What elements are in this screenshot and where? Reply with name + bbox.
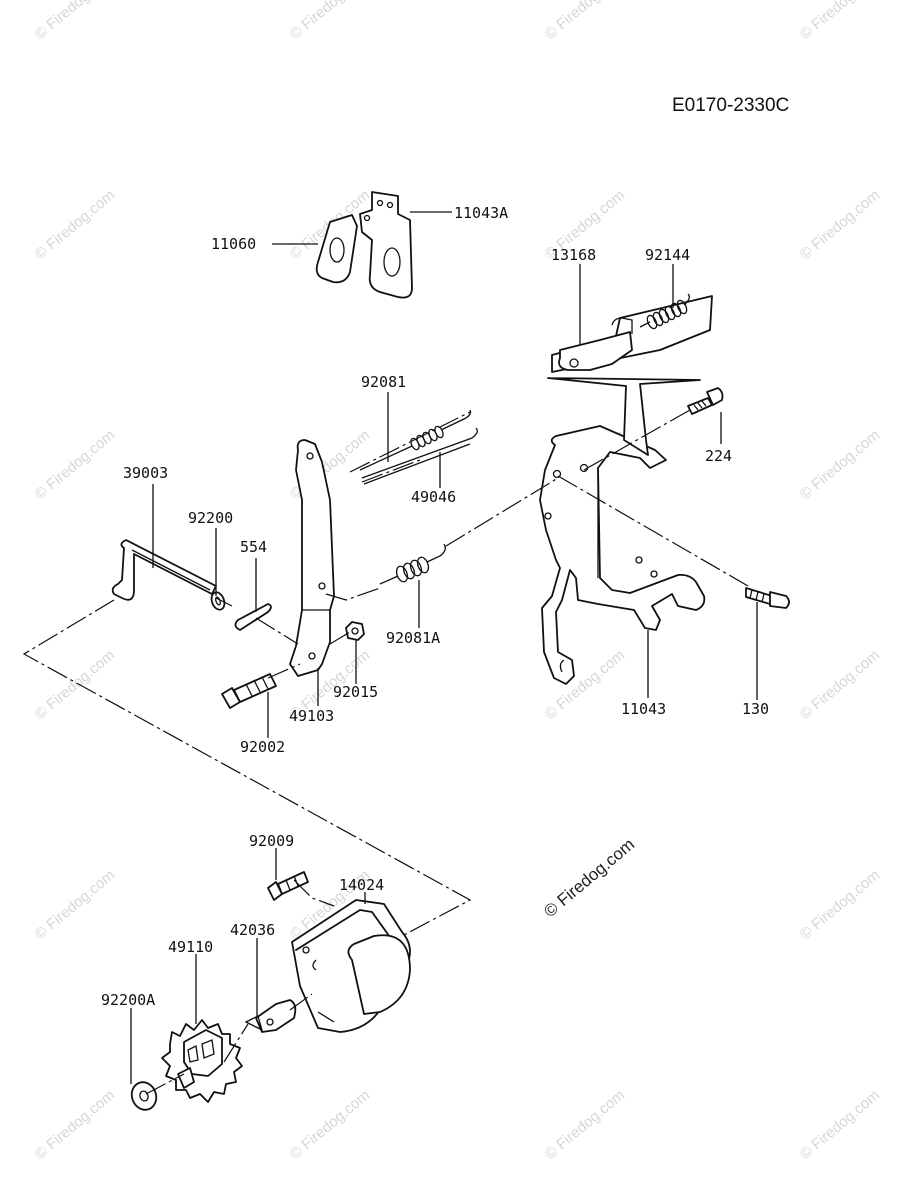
part-label-92144: 92144 [645,246,690,264]
watermark-tile: © Firedog.com [797,867,883,943]
watermark-tile: © Firedog.com [32,187,118,263]
gear-49110 [161,1019,243,1103]
part-label-42036: 42036 [230,921,275,939]
watermark-tile: © Firedog.com [542,1087,628,1163]
watermark-tile: © Firedog.com [797,187,883,263]
part-label-92200A: 92200A [101,991,155,1009]
watermark-tile: © Firedog.com [32,427,118,503]
part-label-11060: 11060 [211,235,256,253]
lever-13168 [547,295,713,456]
watermark-tile: © Firedog.com [32,647,118,723]
leader-lines [130,211,758,1084]
washer-92200A [130,1081,158,1111]
part-labels: 11043A 11060 13168 92144 92081 224 39003… [101,204,769,1009]
bolt-92009 [267,871,309,901]
spring-92081A [379,543,446,585]
spring-92144 [639,293,690,330]
part-label-224: 224 [705,447,732,465]
part-label-92081: 92081 [361,373,406,391]
assembly-lines [22,409,749,1095]
bracket-11043A [359,191,413,299]
watermark-tile: © Firedog.com [32,867,118,943]
bolt-224 [687,387,724,415]
part-label-11043A: 11043A [454,204,508,222]
gasket-11060 [315,214,358,284]
part-label-92009: 92009 [249,832,294,850]
watermark-tile: © Firedog.com [32,0,118,43]
watermark-layer: © Firedog.com © Firedog.com © Firedog.com ©… [32,0,883,1163]
part-label-49110: 49110 [168,938,213,956]
watermark-tile: © Firedog.com [797,0,883,43]
watermark-tile: © Firedog.com [797,427,883,503]
rod-49046 [361,427,478,485]
part-label-92081A: 92081A [386,629,440,647]
watermark-tile: © Firedog.com [287,0,373,43]
watermark-tile: © Firedog.com [32,1087,118,1163]
watermark-tile: © Firedog.com [542,0,628,43]
governor-lever-49103 [289,439,335,677]
part-label-554: 554 [240,538,267,556]
part-label-14024: 14024 [339,876,384,894]
bolt-130 [745,587,790,609]
nut-92015 [345,621,365,641]
watermark-center: © Firedog.com [540,835,638,921]
part-label-13168: 13168 [551,246,596,264]
part-label-130: 130 [742,700,769,718]
part-label-39003: 39003 [123,464,168,482]
diagram-code: E0170-2330C [672,95,789,116]
watermark-tile: © Firedog.com [797,647,883,723]
shaft-42036 [244,999,297,1033]
part-label-92200: 92200 [188,509,233,527]
part-label-49046: 49046 [411,488,456,506]
spring-92081 [359,409,472,471]
watermark-tile: © Firedog.com [287,1087,373,1163]
part-label-92015: 92015 [333,683,378,701]
watermark-tile: © Firedog.com [797,1087,883,1163]
governor-housing-14024 [291,899,411,1033]
pin-554 [234,603,272,631]
part-label-11043: 11043 [621,700,666,718]
part-label-92002: 92002 [240,738,285,756]
shaft-39003 [111,539,217,601]
part-label-49103: 49103 [289,707,334,725]
bolt-92002 [221,673,277,709]
bracket-11043 [539,425,706,685]
